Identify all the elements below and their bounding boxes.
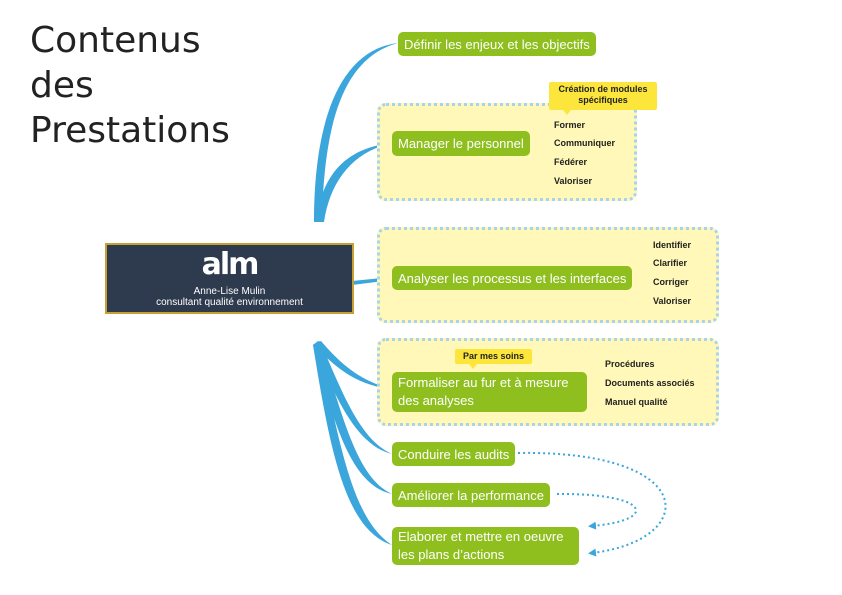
leaf-former[interactable]: Former [554, 120, 586, 130]
connector-elaborer [313, 341, 392, 545]
dotted-arrows [517, 451, 667, 557]
leaf-corriger[interactable]: Corriger [653, 277, 689, 287]
branch-line: Elaborer et mettre en oeuvre [398, 529, 564, 544]
leaf-valoriser-analyse[interactable]: Valoriser [653, 296, 692, 306]
note-soins: Par mes soins [455, 349, 532, 369]
note-line: Création de modules [558, 84, 648, 94]
title-line: Prestations [30, 110, 230, 151]
leaf-clarifier[interactable]: Clarifier [653, 258, 688, 268]
arrow-performance-to-plans [556, 492, 638, 530]
branch-definir[interactable]: Définir les enjeux et les objectifs [398, 32, 596, 56]
central-node: alm Anne-Lise Mulin consultant qualité e… [105, 243, 354, 314]
leaf-communiquer[interactable]: Communiquer [554, 138, 616, 148]
alm-logo: alm [201, 247, 260, 282]
branch-analyser[interactable]: Analyser les processus et les interfaces [392, 266, 633, 290]
note-line: spécifiques [578, 95, 628, 105]
central-name: Anne-Lise Mulin [193, 286, 266, 297]
branch-line: les plans d’actions [398, 547, 505, 562]
branch-manager[interactable]: Manager le personnel [392, 131, 530, 156]
leaf-federer[interactable]: Fédérer [554, 157, 588, 167]
leaf-manuel[interactable]: Manuel qualité [605, 397, 668, 407]
central-subtitle: consultant qualité environnement [156, 297, 303, 308]
leaf-documents[interactable]: Documents associés [605, 378, 695, 388]
branch-audits[interactable]: Conduire les audits [392, 442, 516, 466]
branch-line: Formaliser au fur et à mesure [398, 375, 569, 390]
leaf-identifier[interactable]: Identifier [653, 240, 692, 250]
title-line: Contenus [30, 20, 201, 61]
branch-formaliser[interactable]: Formaliser au fur et à mesure des analyse… [392, 372, 587, 412]
branch-line: des analyses [398, 393, 474, 408]
leaf-valoriser[interactable]: Valoriser [554, 176, 593, 186]
page-title: Contenus des Prestations [30, 18, 270, 153]
leaf-procedures[interactable]: Procédures [605, 359, 655, 369]
branch-ameliorer[interactable]: Améliorer la performance [392, 483, 550, 507]
title-line: des [30, 65, 94, 106]
note-modules: Création de modules spécifiques [549, 82, 657, 115]
connector-manager [316, 143, 392, 222]
branch-elaborer[interactable]: Elaborer et mettre en oeuvre les plans d’… [392, 527, 579, 565]
